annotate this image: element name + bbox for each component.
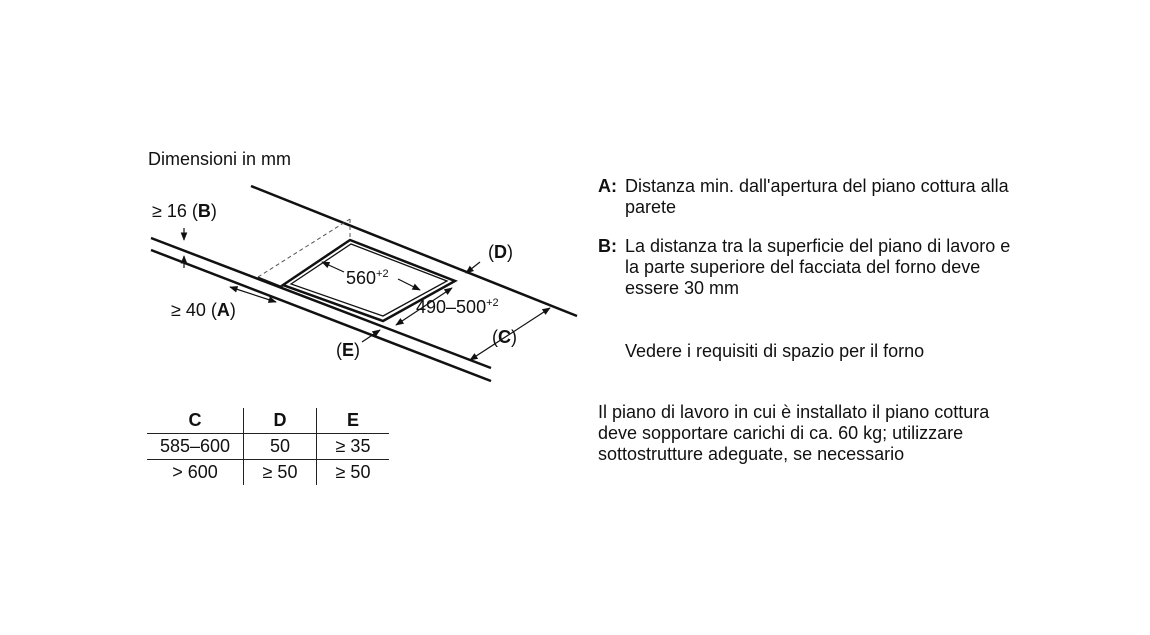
label-e-prefix: (: [336, 340, 342, 360]
note-oven: Vedere i requisiti di spazio per il forn…: [625, 341, 1045, 362]
diagram-title: Dimensioni in mm: [148, 149, 291, 169]
table-header-e: E: [316, 408, 389, 434]
table-cell: > 600: [147, 459, 244, 485]
label-b-key: B: [197, 201, 211, 221]
note-load: Il piano di lavoro in cui è installato i…: [598, 402, 1013, 465]
note-b-key: B:: [598, 236, 617, 256]
note-a-row: A: Distanza min. dall'apertura del piano…: [598, 176, 1018, 218]
label-width: 560+2: [346, 268, 389, 288]
label-d-prefix: (: [488, 242, 494, 262]
dimension-a-line: [229, 286, 277, 303]
label-depth-value: 490–500: [416, 297, 487, 317]
note-b-row: B: La distanza tra la superficie del pia…: [598, 236, 1018, 299]
note-b: B: La distanza tra la superficie del pia…: [598, 236, 1018, 299]
note-a: A: Distanza min. dall'apertura del piano…: [598, 176, 1018, 218]
table-header-d: D: [243, 408, 317, 434]
note-a-key: A:: [598, 176, 617, 196]
dimension-width-line: [321, 261, 345, 273]
worktop-front-edge-bottom: [150, 248, 492, 383]
label-d: (D): [488, 242, 513, 262]
dimension-width-line: [397, 278, 421, 291]
installation-diagram: [150, 184, 578, 383]
dimension-a-extension: [257, 276, 284, 288]
table-header-row: C D E: [147, 408, 389, 434]
label-c-suffix: ): [511, 327, 517, 347]
note-a-text: Distanza min. dall'apertura del piano co…: [625, 176, 1009, 217]
worktop-back-edge: [250, 184, 578, 318]
dimensions-table: C D E 585–600 50 ≥ 35 > 600 ≥ 50 ≥ 50: [147, 408, 389, 485]
label-a: ≥ 40 (A): [171, 300, 236, 320]
table-cell: ≥ 50: [316, 459, 389, 485]
table-row: 585–600 50 ≥ 35: [147, 433, 389, 460]
label-a-suffix: ): [229, 300, 236, 320]
label-b-prefix: ≥ 16 (: [152, 201, 198, 221]
label-e-key: E: [342, 340, 355, 360]
cutout-outline: [280, 238, 458, 323]
label-a-key: A: [216, 300, 230, 320]
dimension-depth-line: [395, 287, 453, 326]
table-cell: 50: [243, 433, 317, 460]
table-header-c: C: [188, 410, 202, 430]
label-a-prefix: ≥ 40 (: [171, 300, 217, 320]
table-row: > 600 ≥ 50 ≥ 50: [147, 459, 389, 485]
label-depth-tolerance: +2: [486, 297, 499, 309]
label-d-suffix: ): [507, 242, 513, 262]
table-cell: ≥ 35: [316, 433, 389, 460]
label-d-key: D: [494, 242, 507, 262]
label-b-suffix: ): [210, 201, 217, 221]
label-c-key: C: [498, 327, 511, 347]
label-b: ≥ 16 (B): [152, 201, 217, 221]
dimension-e-leader: [361, 329, 381, 343]
table-cell: 585–600: [147, 433, 244, 460]
table-cell: ≥ 50: [243, 459, 317, 485]
label-c: (C): [492, 327, 517, 347]
diagram-title-text: Dimensioni in mm: [148, 149, 292, 169]
cutout-inner-outline: [289, 243, 449, 317]
worktop-front-edge-top: [150, 236, 492, 370]
note-load-text: Il piano di lavoro in cui è installato i…: [598, 402, 990, 464]
label-e-suffix: ): [354, 340, 361, 360]
dimension-c-line: [469, 307, 551, 361]
note-oven-text: Vedere i requisiti di spazio per il forn…: [625, 341, 925, 361]
label-e: (E): [336, 340, 360, 360]
dimension-d-line: [465, 261, 481, 274]
label-c-prefix: (: [492, 327, 498, 347]
label-width-value: 560: [346, 268, 377, 288]
note-b-text: La distanza tra la superficie del piano …: [625, 236, 1011, 298]
label-depth: 490–500+2: [416, 297, 499, 317]
label-width-tolerance: +2: [376, 268, 389, 280]
